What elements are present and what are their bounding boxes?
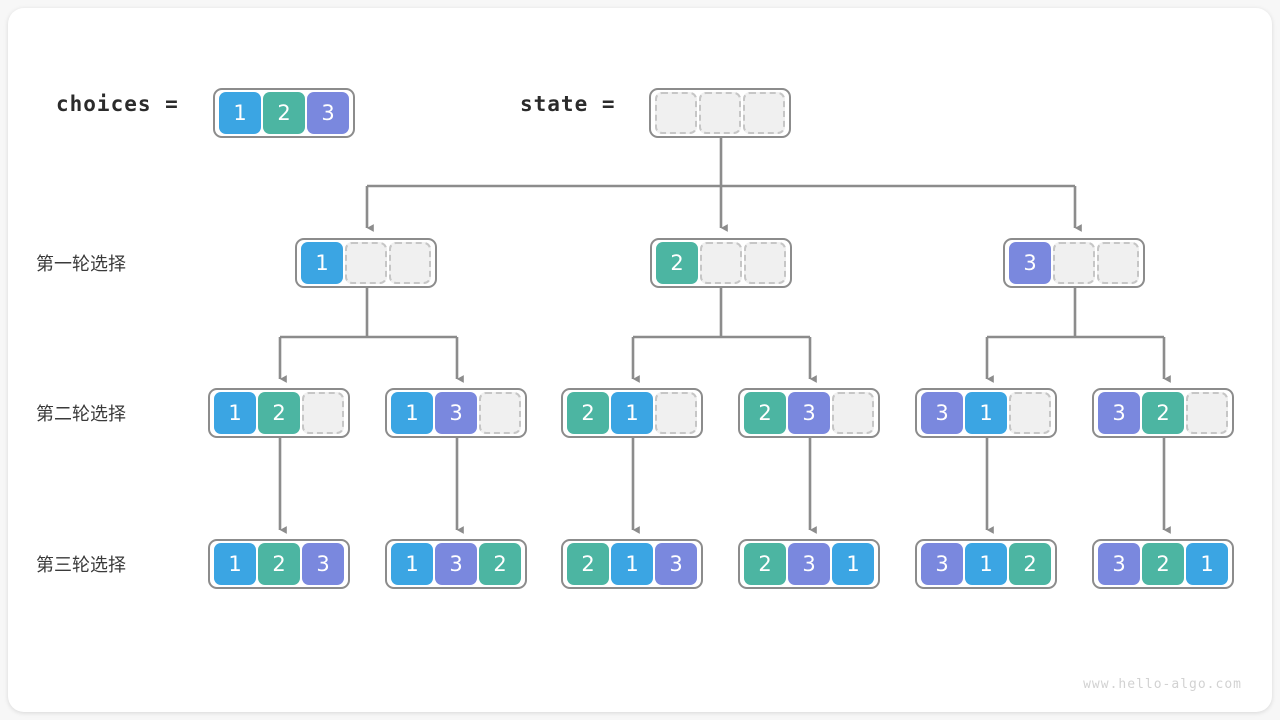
- r1n3-cell-0: 3: [1009, 242, 1051, 284]
- tree-node-r1-3: 3: [1003, 238, 1145, 288]
- r2n5-cell-0: 3: [921, 392, 963, 434]
- choices-cell-2: 3: [307, 92, 349, 134]
- row-label-round-3: 第三轮选择: [36, 555, 126, 576]
- r3n1-cell-0: 1: [214, 543, 256, 585]
- r2n5-cell-1: 1: [965, 392, 1007, 434]
- r2n1-cell-1: 2: [258, 392, 300, 434]
- r2n1-cell-2: [302, 392, 344, 434]
- r3n5-cell-1: 1: [965, 543, 1007, 585]
- row-label-round-2: 第二轮选择: [36, 404, 126, 425]
- r2n4-cell-1: 3: [788, 392, 830, 434]
- r1n3-cell-2: [1097, 242, 1139, 284]
- row-label-round-1: 第一轮选择: [36, 254, 126, 275]
- r3n6-cell-2: 1: [1186, 543, 1228, 585]
- r3n5-cell-2: 2: [1009, 543, 1051, 585]
- r2n3-cell-0: 2: [567, 392, 609, 434]
- r3n2-cell-2: 2: [479, 543, 521, 585]
- r1n2-cell-1: [700, 242, 742, 284]
- r1n1-cell-2: [389, 242, 431, 284]
- choices-cell-1: 2: [263, 92, 305, 134]
- tree-node-r1-2: 2: [650, 238, 792, 288]
- choices-cell-0: 1: [219, 92, 261, 134]
- r1n2-cell-0: 2: [656, 242, 698, 284]
- r3n1-cell-1: 2: [258, 543, 300, 585]
- r2n3-cell-1: 1: [611, 392, 653, 434]
- r3n6-cell-1: 2: [1142, 543, 1184, 585]
- r3n2-cell-0: 1: [391, 543, 433, 585]
- state-array: [649, 88, 791, 138]
- state-cell-2: [743, 92, 785, 134]
- r2n4-cell-2: [832, 392, 874, 434]
- r3n6-cell-0: 3: [1098, 543, 1140, 585]
- r2n2-cell-0: 1: [391, 392, 433, 434]
- state-cell-0: [655, 92, 697, 134]
- r1n1-cell-0: 1: [301, 242, 343, 284]
- r3n3-cell-2: 3: [655, 543, 697, 585]
- r2n6-cell-2: [1186, 392, 1228, 434]
- r3n3-cell-1: 1: [611, 543, 653, 585]
- state-cell-1: [699, 92, 741, 134]
- watermark: www.hello-algo.com: [1083, 677, 1242, 692]
- r3n2-cell-1: 3: [435, 543, 477, 585]
- r3n5-cell-0: 3: [921, 543, 963, 585]
- r2n2-cell-1: 3: [435, 392, 477, 434]
- r2n4-cell-0: 2: [744, 392, 786, 434]
- r2n3-cell-2: [655, 392, 697, 434]
- r1n1-cell-1: [345, 242, 387, 284]
- r3n4-cell-2: 1: [832, 543, 874, 585]
- r1n3-cell-1: [1053, 242, 1095, 284]
- r2n6-cell-0: 3: [1098, 392, 1140, 434]
- r3n4-cell-1: 3: [788, 543, 830, 585]
- r2n5-cell-2: [1009, 392, 1051, 434]
- r1n2-cell-2: [744, 242, 786, 284]
- r3n1-cell-2: 3: [302, 543, 344, 585]
- tree-node-r1-1: 1: [295, 238, 437, 288]
- choices-label: choices =: [56, 92, 179, 116]
- state-label: state =: [520, 92, 616, 116]
- diagram-card: [8, 8, 1272, 712]
- r3n3-cell-0: 2: [567, 543, 609, 585]
- r3n4-cell-0: 2: [744, 543, 786, 585]
- r2n2-cell-2: [479, 392, 521, 434]
- r2n1-cell-0: 1: [214, 392, 256, 434]
- r2n6-cell-1: 2: [1142, 392, 1184, 434]
